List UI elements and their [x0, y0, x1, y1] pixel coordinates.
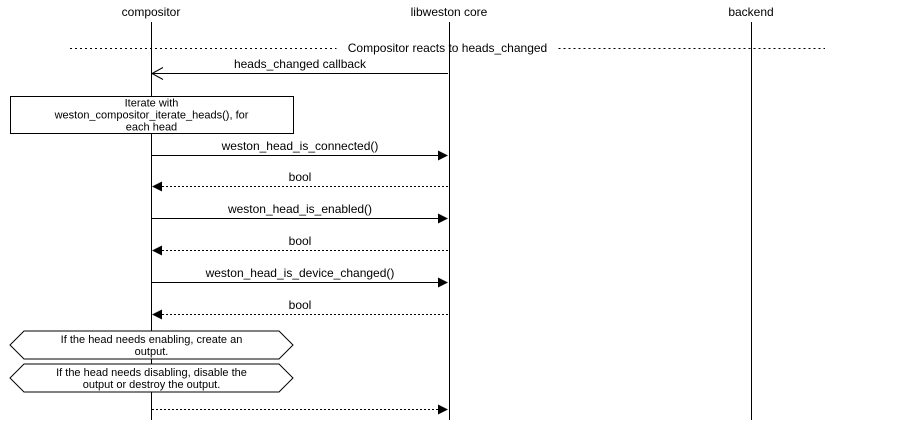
message-weston-head-is-enabled: weston_head_is_enabled()	[152, 202, 448, 224]
message-label-weston-head-is-connected: weston_head_is_connected()	[221, 139, 379, 153]
note-line: each head	[126, 122, 177, 134]
lifeline-label-backend: backend	[728, 5, 773, 19]
arrowhead-heads-changed-callback	[150, 67, 164, 80]
condition-shape-condition-enable-head	[9, 330, 294, 360]
message-heads-changed-callback: heads_changed callback	[150, 57, 448, 80]
arrowhead-weston-head-is-connected	[438, 150, 448, 161]
message-weston-head-is-connected: weston_head_is_connected()	[152, 139, 448, 161]
message-bool-enabled: bool	[152, 234, 448, 256]
arrowhead-bool-enabled	[152, 245, 162, 256]
lifeline-label-compositor: compositor	[122, 5, 181, 19]
arrowhead-weston-head-is-enabled	[438, 213, 448, 224]
condition-condition-enable-head: If the head needs enabling, create anout…	[9, 330, 294, 360]
condition-shape-condition-disable-head	[9, 363, 294, 393]
arrowhead-final-return	[438, 404, 448, 415]
divider-group: Compositor reacts to heads_changed	[70, 41, 825, 55]
note-line: Iterate with	[125, 98, 179, 110]
arrowhead-bool-connected	[152, 181, 162, 192]
note-line: weston_compositor_iterate_heads(), for	[54, 110, 249, 122]
message-label-heads-changed-callback: heads_changed callback	[234, 57, 367, 71]
messages-group: heads_changed callback weston_head_is_con…	[150, 57, 448, 415]
conditions-group: If the head needs enabling, create anout…	[9, 330, 294, 393]
message-label-bool-enabled: bool	[289, 234, 312, 248]
arrowhead-weston-head-is-device-changed	[438, 277, 448, 288]
message-final-return	[152, 404, 448, 415]
message-label-weston-head-is-device-changed: weston_head_is_device_changed()	[205, 266, 395, 280]
condition-line: If the head needs disabling, disable the	[56, 367, 247, 379]
lifeline-label-libweston-core: libweston core	[411, 5, 488, 19]
message-bool-connected: bool	[152, 170, 448, 192]
note-box-iterate-heads-note	[10, 96, 294, 134]
message-label-bool-connected: bool	[289, 170, 312, 184]
condition-line: output.	[135, 346, 169, 358]
note-iterate-heads-note: Iterate withweston_compositor_iterate_he…	[10, 96, 294, 134]
message-weston-head-is-device-changed: weston_head_is_device_changed()	[152, 266, 448, 288]
divider-label: Compositor reacts to heads_changed	[348, 41, 547, 55]
condition-line: If the head needs enabling, create an	[61, 334, 243, 346]
condition-condition-disable-head: If the head needs disabling, disable the…	[9, 363, 294, 393]
message-label-bool-device-changed: bool	[289, 298, 312, 312]
condition-line: output or destroy the output.	[83, 379, 221, 391]
lifelines-group: compositor libweston core backend	[122, 5, 774, 420]
message-label-weston-head-is-enabled: weston_head_is_enabled()	[227, 202, 372, 216]
notes-group: Iterate withweston_compositor_iterate_he…	[10, 96, 294, 134]
message-bool-device-changed: bool	[152, 298, 448, 320]
arrowhead-bool-device-changed	[152, 309, 162, 320]
